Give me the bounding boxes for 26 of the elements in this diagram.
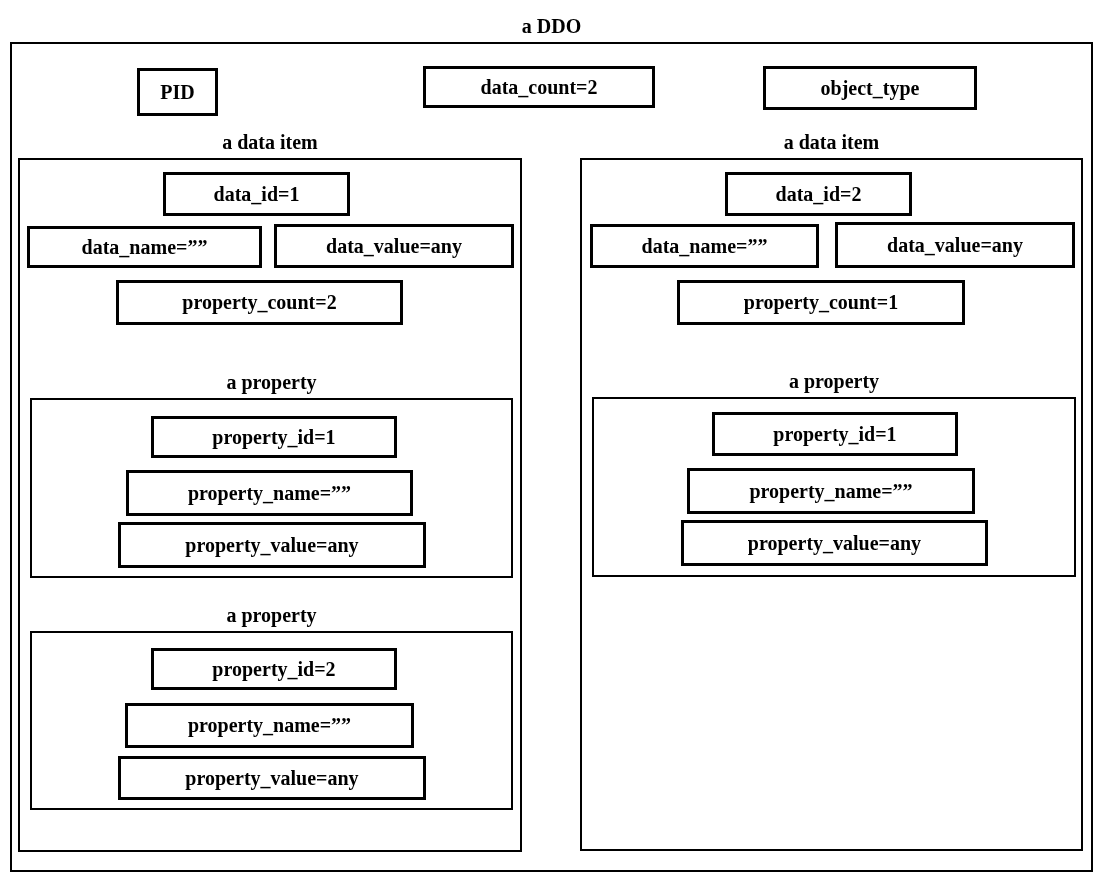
field-label: property_value=any — [681, 520, 988, 566]
field-label: property_count=1 — [677, 280, 965, 325]
group-title: a property — [226, 370, 317, 396]
field-label: property_id=1 — [712, 412, 958, 456]
group-title: a data item — [783, 130, 880, 155]
group-title: a property — [226, 603, 317, 629]
field-label: data_name=”” — [590, 224, 819, 268]
field-label: PID — [137, 68, 218, 116]
field-label: data_id=1 — [163, 172, 350, 216]
field-label: property_name=”” — [125, 703, 414, 748]
field-label: property_id=2 — [151, 648, 397, 690]
group-title: a DDO — [521, 14, 582, 39]
field-label: property_name=”” — [126, 470, 413, 516]
field-label: property_count=2 — [116, 280, 403, 325]
group-title: a data item — [222, 130, 318, 155]
field-label: data_name=”” — [27, 226, 262, 268]
field-label: property_value=any — [118, 756, 426, 800]
field-label: data_id=2 — [725, 172, 912, 216]
field-label: property_name=”” — [687, 468, 975, 514]
field-label: data_count=2 — [423, 66, 655, 108]
field-label: data_value=any — [835, 222, 1075, 268]
field-label: object_type — [763, 66, 977, 110]
field-label: property_id=1 — [151, 416, 397, 458]
field-label: data_value=any — [274, 224, 514, 268]
group-title: a property — [788, 369, 880, 395]
field-label: property_value=any — [118, 522, 426, 568]
